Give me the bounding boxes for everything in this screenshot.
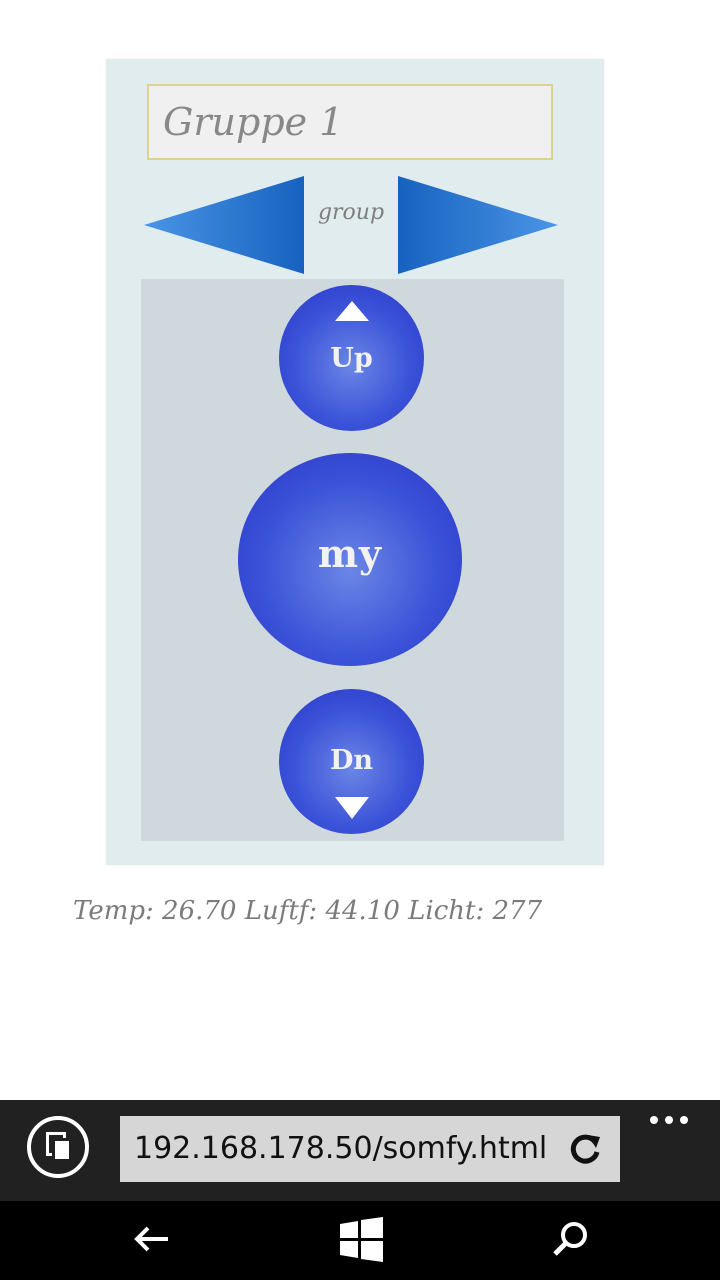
group-label: group xyxy=(317,200,385,225)
left-arrow-icon xyxy=(144,176,304,274)
windows-logo-icon[interactable] xyxy=(337,1215,385,1263)
my-button[interactable]: my xyxy=(238,453,462,666)
right-arrow-icon xyxy=(398,176,558,274)
group-name-field[interactable]: Gruppe 1 xyxy=(147,84,553,160)
more-icon[interactable] xyxy=(650,1114,690,1126)
up-button[interactable]: Up xyxy=(279,285,424,431)
up-button-label: Up xyxy=(330,343,373,374)
tabs-icon[interactable] xyxy=(27,1116,89,1178)
reload-icon[interactable] xyxy=(566,1130,604,1168)
previous-group-button[interactable] xyxy=(144,176,304,274)
url-text: 192.168.178.50/somfy.html xyxy=(134,1131,548,1166)
search-icon[interactable] xyxy=(546,1215,594,1263)
down-button[interactable]: Dn xyxy=(279,689,424,834)
back-arrow-icon[interactable] xyxy=(128,1215,176,1263)
system-nav-bar xyxy=(0,1201,720,1280)
my-button-label: my xyxy=(317,531,383,576)
browser-address-bar: 192.168.178.50/somfy.html xyxy=(0,1100,720,1201)
sensor-readout: Temp: 26.70 Luftf: 44.10 Licht: 277 xyxy=(73,896,543,926)
triangle-down-icon xyxy=(334,797,369,819)
triangle-up-icon xyxy=(334,301,369,321)
next-group-button[interactable] xyxy=(398,176,558,274)
url-field[interactable]: 192.168.178.50/somfy.html xyxy=(120,1116,620,1182)
down-button-label: Dn xyxy=(329,745,374,776)
